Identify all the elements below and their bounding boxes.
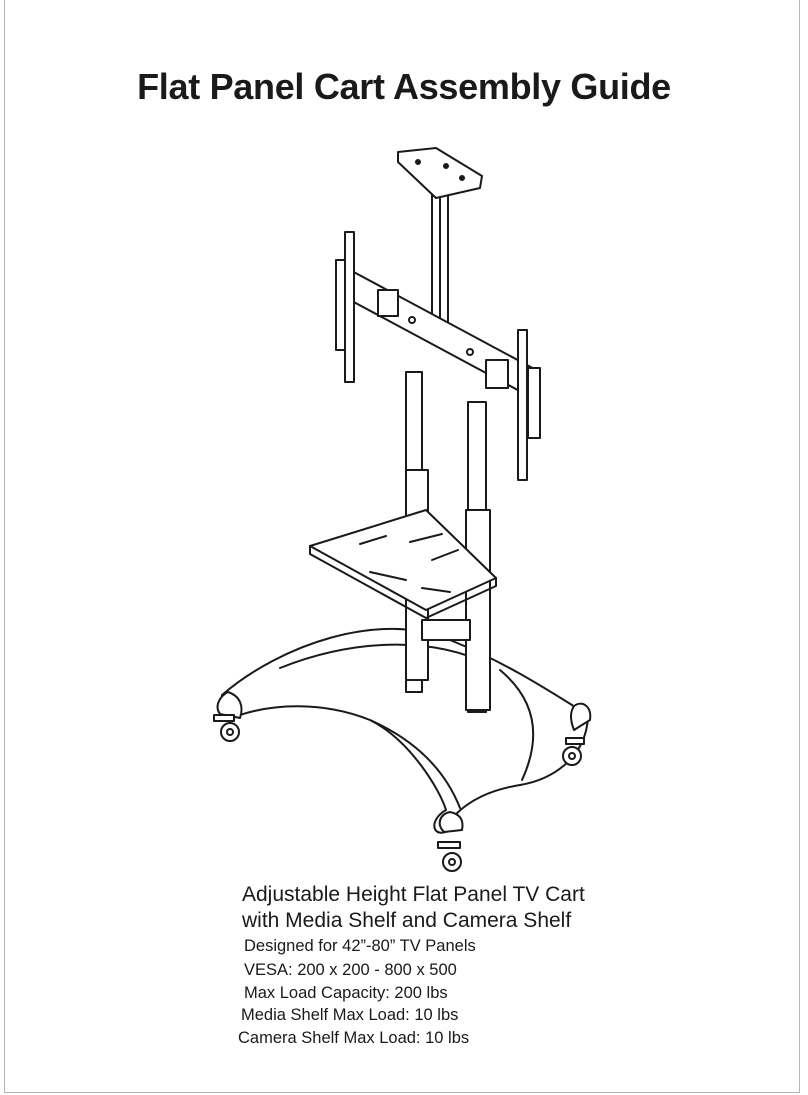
cart-base	[216, 627, 592, 834]
product-name-line-2: with Media Shelf and Camera Shelf	[242, 909, 572, 932]
tv-cart-illustration	[200, 140, 610, 880]
product-name-line-1: Adjustable Height Flat Panel TV Cart	[242, 883, 585, 906]
spec-camera-shelf-load: Camera Shelf Max Load: 10 lbs	[238, 1029, 470, 1047]
spec-media-shelf-load: Media Shelf Max Load: 10 lbs	[241, 1006, 459, 1024]
spec-max-load: Max Load Capacity: 200 lbs	[244, 984, 448, 1002]
media-shelf	[309, 509, 497, 619]
page-title: Flat Panel Cart Assembly Guide	[137, 66, 671, 107]
tv-mount-plate	[335, 231, 541, 481]
product-name: Adjustable Height Flat Panel TV Cart wit…	[242, 882, 585, 934]
camera-shelf	[397, 147, 483, 341]
page-border	[4, 0, 800, 1093]
spec-panel-size: Designed for 42”-80” TV Panels	[244, 937, 476, 955]
spec-vesa: VESA: 200 x 200 - 800 x 500	[244, 961, 457, 979]
caster-wheels	[213, 714, 585, 872]
tv-cart-icon	[213, 147, 592, 872]
